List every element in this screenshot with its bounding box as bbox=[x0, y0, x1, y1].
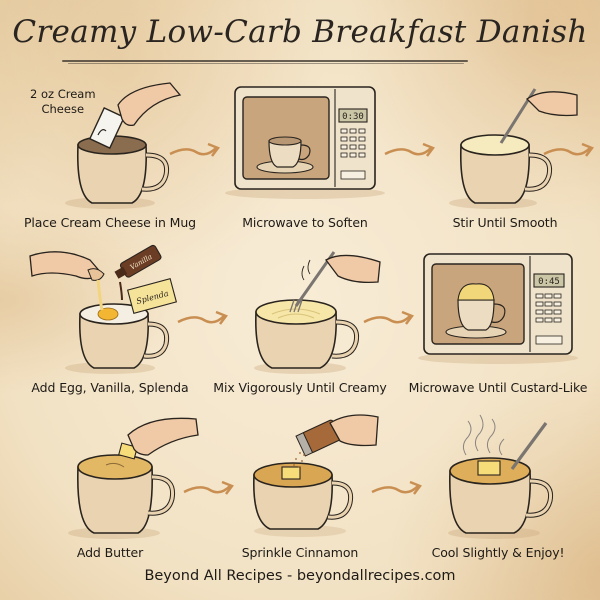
step-3: Stir Until Smooth bbox=[405, 75, 600, 240]
title-underline bbox=[62, 60, 468, 62]
arrow-icon bbox=[371, 480, 422, 495]
step-5: Mix Vigorously Until Creamy bbox=[200, 240, 400, 405]
arrow-icon bbox=[363, 310, 414, 325]
arrow-icon bbox=[169, 142, 220, 157]
step-8: Sprinkle Cinnamon bbox=[200, 405, 400, 570]
cream-cheese-annotation: 2 oz Cream Cheese bbox=[30, 87, 96, 116]
title-underline-shadow bbox=[68, 63, 464, 64]
step-6: 0:45 Microwave Until Custard-Like bbox=[398, 240, 598, 405]
footer-credit: Beyond All Recipes - beyondallrecipes.co… bbox=[144, 568, 456, 584]
microwave-icon: 0:30 bbox=[225, 86, 385, 199]
cinnamon-shaker-icon bbox=[253, 414, 379, 537]
step-9: Cool Slightly & Enjoy! bbox=[398, 405, 598, 570]
mug-cream-cheese-icon bbox=[65, 82, 182, 209]
arrow-icon bbox=[183, 480, 234, 495]
step-label: Add Butter bbox=[76, 545, 144, 560]
step-4: Vanilla Splenda Add Egg, Vanilla, Splend… bbox=[10, 240, 210, 405]
step-label: Microwave to Soften bbox=[242, 215, 368, 230]
step-label: Place Cream Cheese in Mug bbox=[23, 215, 197, 230]
step-label: Stir Until Smooth bbox=[452, 215, 558, 230]
svg-text:0:45: 0:45 bbox=[538, 277, 560, 287]
arrow-icon bbox=[543, 142, 594, 157]
step-label: Microwave Until Custard-Like bbox=[408, 380, 588, 395]
mug-fork-mix-icon bbox=[254, 251, 381, 374]
step-1: Place Cream Cheese in Mug bbox=[10, 75, 210, 240]
arrow-icon bbox=[384, 142, 435, 157]
arrow-icon bbox=[177, 310, 228, 325]
svg-text:0:30: 0:30 bbox=[342, 112, 364, 122]
mug-egg-icon: Vanilla Splenda bbox=[29, 244, 178, 374]
steaming-mug-icon bbox=[448, 414, 554, 539]
step-label: Mix Vigorously Until Creamy bbox=[213, 380, 387, 395]
step-7: Add Butter bbox=[10, 405, 210, 570]
microwave-custard-icon: 0:45 bbox=[418, 253, 578, 364]
step-label: Sprinkle Cinnamon bbox=[241, 545, 359, 560]
step-label: Add Egg, Vanilla, Splenda bbox=[31, 380, 189, 395]
mug-butter-icon bbox=[68, 417, 199, 539]
step-label: Cool Slightly & Enjoy! bbox=[431, 545, 565, 560]
page-title: Creamy Low-Carb Breakfast Danish bbox=[12, 14, 588, 50]
step-2: 0:30 Microwave to Soften bbox=[205, 75, 405, 240]
mug-spoon-stir-icon bbox=[449, 88, 578, 209]
